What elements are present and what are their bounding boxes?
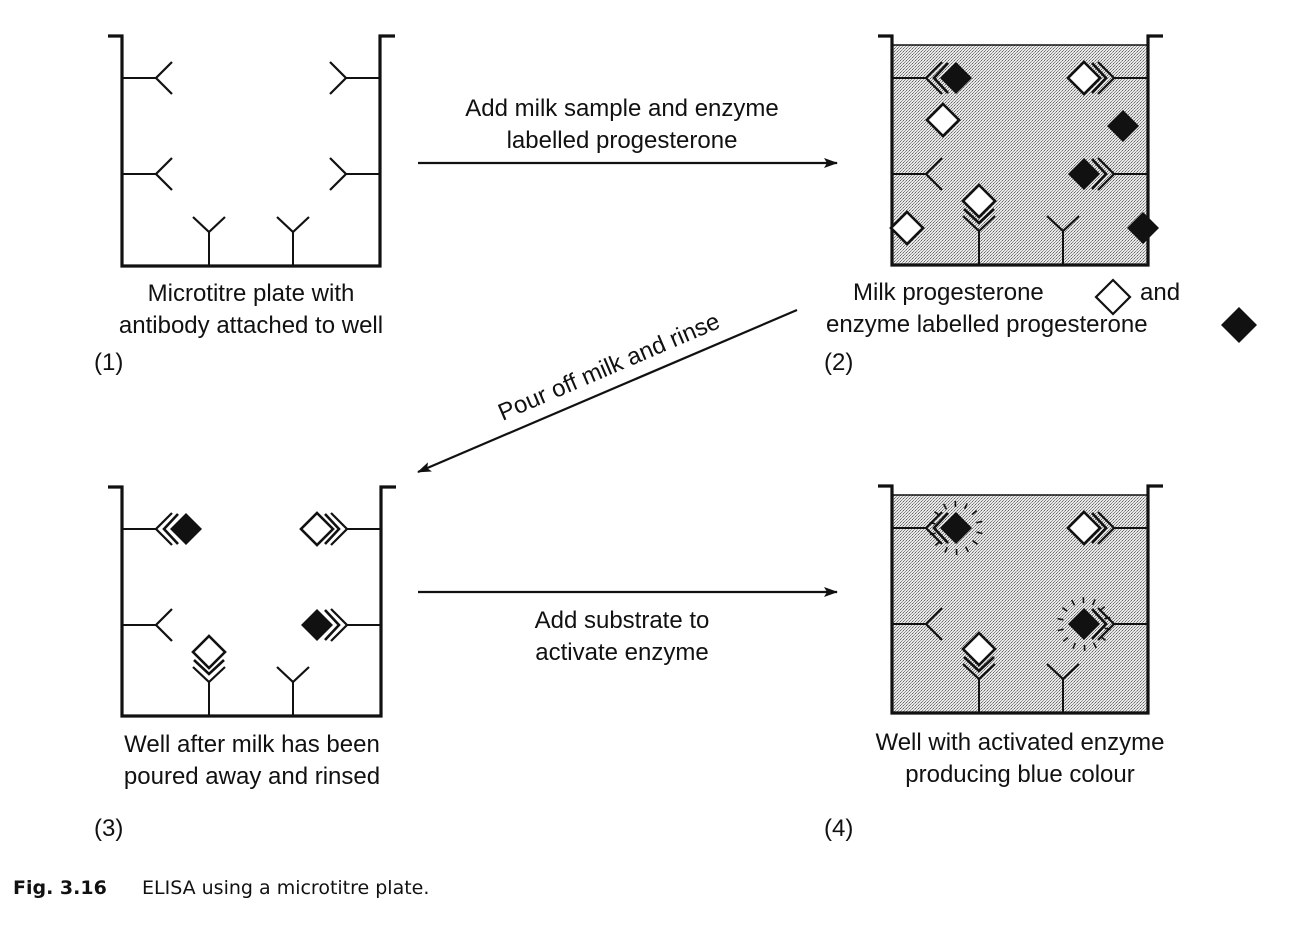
- panel-number: (2): [824, 349, 853, 376]
- filled-diamond-icon: [1221, 307, 1257, 343]
- caption-line-1b: and: [1140, 279, 1180, 306]
- antibody: [961, 631, 997, 713]
- caption-line-2: enzyme labelled progesterone: [826, 311, 1148, 338]
- panel-number: (3): [94, 815, 123, 842]
- arrow-add-substrate: Add substrate to activate enzyme: [418, 587, 838, 666]
- arrow-label-line-2: activate enzyme: [535, 639, 708, 666]
- milk-progesterone-open-diamond-icon: [961, 631, 997, 667]
- enzyme-labelled-progesterone-filled-diamond-icon: [301, 609, 333, 641]
- panel-1-caption: Microtitre plate with antibody attached …: [94, 280, 383, 376]
- milk-progesterone-open-diamond-icon: [889, 210, 925, 246]
- antibody: [122, 512, 202, 546]
- enzyme-activity-glow-icon: [1057, 596, 1111, 652]
- well-panel-3: [108, 485, 396, 718]
- microtitre-well-outline: [108, 34, 395, 268]
- antibody: [892, 157, 943, 191]
- caption-line-1a: Milk progesterone: [853, 279, 1044, 306]
- microtitre-well-outline: [878, 484, 1163, 715]
- antibody: [191, 634, 227, 716]
- caption-line-1: Microtitre plate with: [148, 280, 355, 307]
- enzyme-activity-glow-icon: [929, 500, 983, 556]
- antibody: [892, 61, 972, 95]
- panel-2-caption: Milk progesterone and enzyme labelled pr…: [824, 278, 1257, 376]
- microtitre-well-outline: [108, 485, 396, 718]
- antibody: [192, 216, 226, 266]
- milk-progesterone-open-diamond-icon: [191, 634, 227, 670]
- antibody: [122, 608, 173, 642]
- open-diamond-icon: [1094, 278, 1132, 316]
- well-panel-4: [878, 484, 1163, 715]
- enzyme-labelled-progesterone-filled-diamond-icon: [1127, 212, 1159, 244]
- antibody: [892, 500, 983, 556]
- enzyme-labelled-progesterone-filled-diamond-icon: [1068, 158, 1100, 190]
- milk-progesterone-open-diamond-icon: [961, 183, 997, 219]
- antibody: [122, 61, 173, 95]
- arrow-label-line-1: Pour off milk and rinse: [494, 308, 724, 427]
- milk-progesterone-open-diamond-icon: [1066, 510, 1102, 546]
- enzyme-labelled-progesterone-filled-diamond-icon: [170, 513, 202, 545]
- arrow-label-line-1: Add substrate to: [535, 607, 710, 634]
- enzyme-labelled-progesterone-filled-diamond-icon: [1107, 110, 1139, 142]
- well-panel-2: [878, 34, 1163, 267]
- arrow-pour-off: Pour off milk and rinse: [417, 308, 798, 474]
- antibody: [1046, 663, 1080, 713]
- antibody: [329, 61, 380, 95]
- antibody: [961, 183, 997, 265]
- enzyme-labelled-progesterone-filled-diamond-icon: [940, 512, 972, 544]
- antibody: [892, 607, 943, 641]
- enzyme-labelled-progesterone-filled-diamond-icon: [1068, 608, 1100, 640]
- antibody: [1068, 157, 1148, 191]
- milk-progesterone-open-diamond-icon: [299, 511, 335, 547]
- arrow-line: [417, 308, 798, 474]
- liquid-fill: [892, 495, 1148, 713]
- caption-line-1: Well after milk has been: [124, 731, 380, 758]
- antibody: [1066, 60, 1148, 96]
- panel-number: (1): [94, 349, 123, 376]
- caption-line-2: antibody attached to well: [119, 312, 383, 339]
- arrow-add-sample: Add milk sample and enzyme labelled prog…: [418, 95, 838, 168]
- antibody: [122, 157, 173, 191]
- enzyme-labelled-progesterone-filled-diamond-icon: [940, 62, 972, 94]
- caption-line-2: producing blue colour: [905, 761, 1135, 788]
- figure-caption: Fig. 3.16 ELISA using a microtitre plate…: [13, 877, 429, 899]
- well-panel-1: [108, 34, 395, 268]
- liquid-fill: [892, 45, 1148, 265]
- antibody: [329, 157, 380, 191]
- milk-progesterone-open-diamond-icon: [1066, 60, 1102, 96]
- panel-number: (4): [824, 815, 853, 842]
- milk-progesterone-open-diamond-icon: [925, 102, 961, 138]
- antibody: [1046, 215, 1080, 265]
- antibody: [299, 511, 381, 547]
- arrow-label-line-2: labelled progesterone: [507, 127, 738, 154]
- antibody: [1066, 510, 1148, 546]
- panel-3-caption: Well after milk has been poured away and…: [94, 731, 380, 842]
- caption-line-1: Well with activated enzyme: [875, 729, 1164, 756]
- antibody: [1057, 596, 1148, 652]
- figure-caption-text: ELISA using a microtitre plate.: [142, 877, 429, 899]
- caption-line-2: poured away and rinsed: [124, 763, 380, 790]
- antibody: [301, 608, 381, 642]
- figure-label: Fig. 3.16: [13, 877, 107, 899]
- antibody: [276, 666, 310, 716]
- panel-4-caption: Well with activated enzyme producing blu…: [824, 729, 1165, 842]
- arrow-label-line-1: Add milk sample and enzyme: [465, 95, 778, 122]
- microtitre-well-outline: [878, 34, 1163, 267]
- antibody: [276, 216, 310, 266]
